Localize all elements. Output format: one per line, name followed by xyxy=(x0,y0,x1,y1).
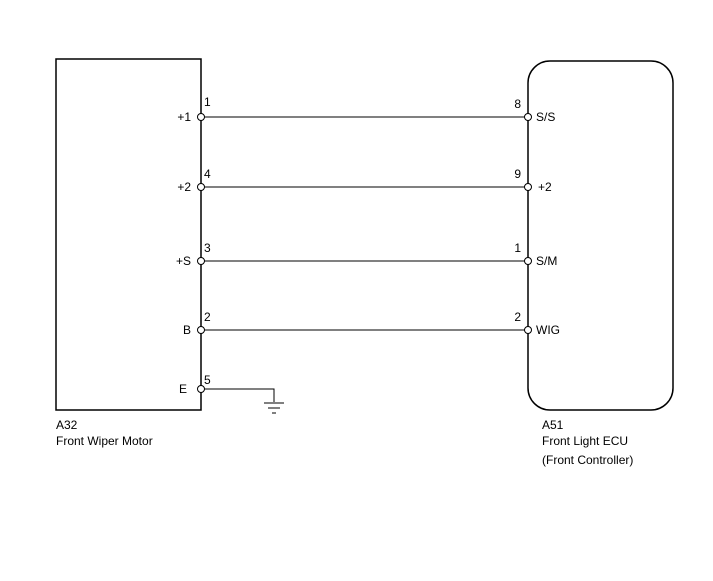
motor-name: Front Wiper Motor xyxy=(56,434,153,448)
motor-pin-number: 2 xyxy=(204,310,211,324)
front-light-ecu-box xyxy=(527,60,674,411)
ecu-pin-circle xyxy=(524,257,532,265)
motor-terminal-label: +S xyxy=(176,254,191,268)
ecu-pin-circle xyxy=(524,326,532,334)
ecu-subtitle: (Front Controller) xyxy=(542,453,633,467)
motor-terminal-label: E xyxy=(179,382,187,396)
motor-pin-number: 1 xyxy=(204,95,211,109)
ecu-terminal-label: WIG xyxy=(536,323,560,337)
ecu-pin-circle xyxy=(524,183,532,191)
ecu-code: A51 xyxy=(542,418,564,432)
motor-terminal-label: +1 xyxy=(177,110,191,124)
ground-icon xyxy=(264,402,284,414)
ecu-name: Front Light ECU xyxy=(542,434,628,448)
motor-pin-number: 5 xyxy=(204,373,211,387)
front-wiper-motor-box xyxy=(55,58,202,411)
ecu-pin-number: 8 xyxy=(514,97,521,111)
ecu-pin-number: 1 xyxy=(514,241,521,255)
ground-wire xyxy=(201,388,275,402)
motor-pin-number: 3 xyxy=(204,241,211,255)
motor-pin-circle xyxy=(197,385,205,393)
motor-pin-circle xyxy=(197,326,205,334)
motor-terminal-label: +2 xyxy=(177,180,191,194)
ecu-terminal-label: +2 xyxy=(538,180,552,194)
motor-pin-circle xyxy=(197,183,205,191)
motor-pin-circle xyxy=(197,257,205,265)
motor-code: A32 xyxy=(56,418,78,432)
ecu-pin-number: 9 xyxy=(514,167,521,181)
ecu-terminal-label: S/M xyxy=(536,254,557,268)
motor-terminal-label: B xyxy=(183,323,191,337)
ecu-pin-number: 2 xyxy=(514,310,521,324)
motor-pin-circle xyxy=(197,113,205,121)
motor-pin-number: 4 xyxy=(204,167,211,181)
ecu-terminal-label: S/S xyxy=(536,110,555,124)
ecu-pin-circle xyxy=(524,113,532,121)
